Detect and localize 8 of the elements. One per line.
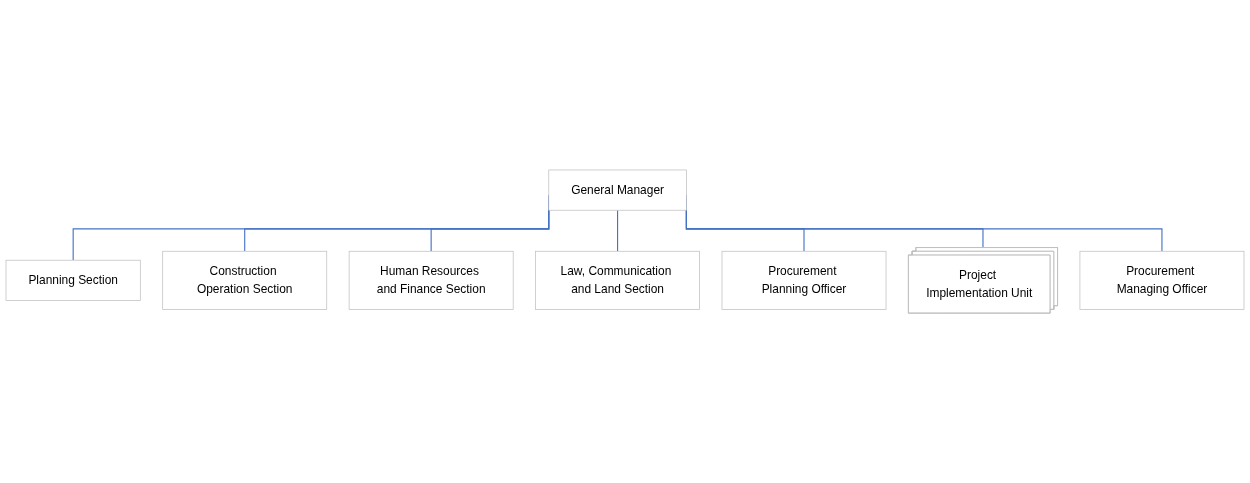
node-box: Procurement Planning Officer — [721, 250, 887, 310]
node-box: Planning Section — [5, 259, 141, 301]
node-box: Procurement Managing Officer — [1079, 250, 1245, 310]
node-box: Human Resources and Finance Section — [348, 250, 514, 310]
node-box: Construction Operation Section — [162, 250, 328, 310]
node-box: Law, Communication and Land Section — [535, 250, 700, 310]
connector — [617, 209, 619, 252]
node-box: General Manager — [548, 169, 687, 211]
